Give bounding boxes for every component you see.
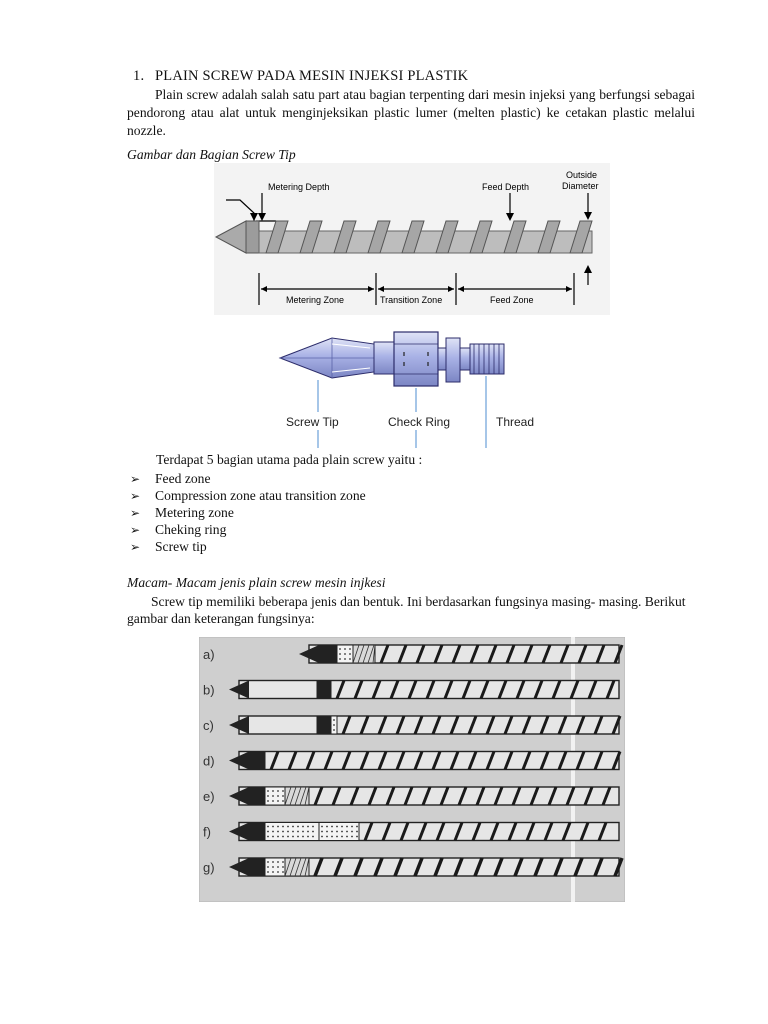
list-item: ➢Feed zone [130,470,366,487]
bullet-arrow-icon: ➢ [130,539,155,556]
screw-row: d) [203,752,620,770]
screw-tip-diagram: Screw Tip Check Ring Thread [270,322,560,450]
feed-zone-label: Feed Zone [490,295,534,305]
list-item: ➢Metering zone [130,504,366,521]
intro-paragraph-text: Plain screw adalah salah satu part atau … [127,87,695,138]
diameter-label: Diameter [562,181,599,191]
list-item: ➢Screw tip [130,538,366,555]
screw-row: e) [203,787,619,805]
types-caption: Macam- Macam jenis plain screw mesin inj… [127,575,385,591]
bullet-arrow-icon: ➢ [130,522,155,539]
bullet-arrow-icon: ➢ [130,505,155,522]
parts-intro: Terdapat 5 bagian utama pada plain screw… [156,452,422,468]
screw-row-label: g) [203,860,215,875]
screw-row: f) [203,823,619,841]
types-paragraph: Screw tip memiliki beberapa jenis dan be… [127,593,697,627]
section-heading: 1.PLAIN SCREW PADA MESIN INJEKSI PLASTIK [133,68,468,85]
intro-paragraph: Plain screw adalah salah satu part atau … [127,86,695,140]
parts-list: ➢Feed zone ➢Compression zone atau transi… [130,470,366,555]
screw-row-label: b) [203,683,215,698]
screw-tip-label: Screw Tip [286,415,339,429]
screw-zones-diagram: Metering Depth Feed Depth Outside Diamet… [214,163,610,315]
bullet-arrow-icon: ➢ [130,488,155,505]
screw-types-figure: a) b) c) d) e) f) g) [199,637,625,902]
bullet-arrow-icon: ➢ [130,471,155,488]
transition-zone-label: Transition Zone [380,295,442,305]
screw-row: g) [203,858,622,876]
feed-depth-label: Feed Depth [482,182,529,192]
screw-row-label: d) [203,754,215,769]
list-item: ➢Compression zone atau transition zone [130,487,366,504]
list-item: ➢Cheking ring [130,521,366,538]
section-title: PLAIN SCREW PADA MESIN INJEKSI PLASTIK [155,68,468,84]
screw-row-label: c) [203,718,214,733]
thread-label: Thread [496,415,534,429]
outside-label: Outside [566,170,597,180]
metering-depth-label: Metering Depth [268,182,330,192]
screw-row-label: a) [203,647,215,662]
screw-row-label: f) [203,825,211,840]
check-ring-label: Check Ring [388,415,450,429]
screw-row: b) [203,681,619,699]
metering-zone-label: Metering Zone [286,295,344,305]
figure1-caption: Gambar dan Bagian Screw Tip [127,147,296,163]
types-paragraph-text: Screw tip memiliki beberapa jenis dan be… [127,594,686,626]
screw-row-label: e) [203,789,215,804]
screw-row: c) [203,716,620,734]
section-number: 1. [133,68,155,85]
